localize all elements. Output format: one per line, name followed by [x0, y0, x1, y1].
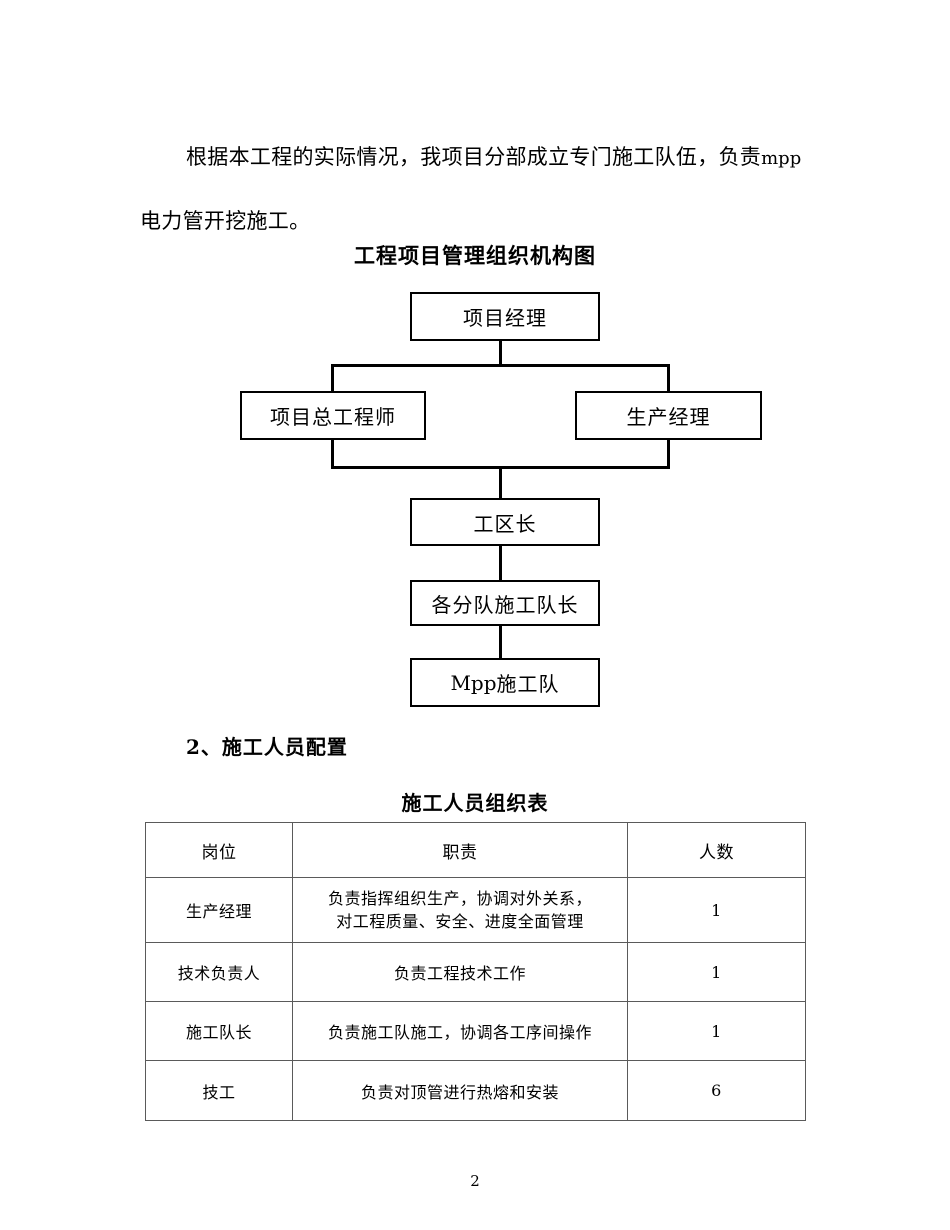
org-node-production-manager: 生产经理 — [575, 391, 762, 440]
org-node-chief-engineer: 项目总工程师 — [240, 391, 426, 440]
table-row: 技工 负责对顶管进行热熔和安装 6 — [145, 1060, 806, 1121]
cell-duty: 负责工程技术工作 — [292, 942, 628, 1002]
cell-count: 6 — [627, 1060, 806, 1121]
intro-paragraph: 根据本工程的实际情况，我项目分部成立专门施工队伍，负责mpp 电力管开挖施工。 — [140, 126, 820, 252]
paragraph-line1-latin: mpp — [761, 148, 802, 169]
page-number: 2 — [470, 1172, 480, 1190]
cell-duty: 负责指挥组织生产，协调对外关系， 对工程质量、安全、进度全面管理 — [292, 877, 628, 943]
org-node-project-manager: 项目经理 — [410, 292, 600, 341]
connector-area-head-stem — [499, 545, 502, 582]
table-header-duty: 职责 — [292, 822, 628, 878]
connector-level1-bar — [331, 364, 670, 367]
org-chart-title: 工程项目管理组织机构图 — [354, 243, 596, 268]
paragraph-line1-cn: 根据本工程的实际情况，我项目分部成立专门施工队伍，负责 — [186, 145, 762, 169]
org-node-team-leader: 各分队施工队长 — [410, 580, 600, 626]
connector-level1-left-drop — [331, 364, 334, 393]
cell-role: 技术负责人 — [145, 942, 293, 1002]
org-node-label-latin: Mpp — [450, 670, 497, 695]
cell-count: 1 — [627, 877, 806, 943]
cell-duty-line2: 对工程质量、安全、进度全面管理 — [336, 912, 584, 931]
table-row: 生产经理 负责指挥组织生产，协调对外关系， 对工程质量、安全、进度全面管理 1 — [145, 877, 806, 943]
connector-team-lead-stem — [499, 625, 502, 660]
connector-level1-right-drop — [667, 364, 670, 393]
org-node-label: 项目经理 — [463, 306, 547, 330]
staff-table-title: 施工人员组织表 — [401, 791, 549, 815]
table-row: 施工队长 负责施工队施工，协调各工序间操作 1 — [145, 1001, 806, 1061]
cell-duty: 负责施工队施工，协调各工序间操作 — [292, 1001, 628, 1061]
org-node-label: 项目总工程师 — [270, 405, 396, 429]
staff-table: 岗位 职责 人数 生产经理 负责指挥组织生产，协调对外关系， 对工程质量、安全、… — [145, 822, 806, 1121]
paragraph-line2: 电力管开挖施工。 — [140, 209, 311, 233]
cell-role: 施工队长 — [145, 1001, 293, 1061]
table-header-count: 人数 — [627, 822, 806, 878]
org-node-label: 工区长 — [473, 511, 537, 536]
org-node-area-head: 工区长 — [410, 498, 600, 546]
connector-level2-bar — [331, 466, 670, 469]
cell-count: 1 — [627, 1001, 806, 1061]
org-node-label: 生产经理 — [626, 405, 711, 429]
org-node-label-cn: 施工队 — [496, 672, 560, 696]
connector-level2-left-drop — [331, 440, 334, 469]
cell-duty-line1: 负责指挥组织生产，协调对外关系， — [327, 888, 592, 908]
table-row: 技术负责人 负责工程技术工作 1 — [145, 942, 806, 1002]
org-node-mpp-team: Mpp 施工队 — [410, 658, 600, 707]
connector-level2-right-drop — [667, 440, 670, 469]
cell-duty: 负责对顶管进行热熔和安装 — [292, 1060, 628, 1121]
table-header-role: 岗位 — [145, 822, 293, 878]
cell-role: 技工 — [145, 1060, 293, 1121]
cell-role: 生产经理 — [145, 877, 293, 943]
connector-manager-stem — [499, 341, 502, 367]
org-node-label: 各分队施工队长 — [431, 592, 579, 617]
table-header-row: 岗位 职责 人数 — [145, 822, 806, 878]
connector-level2-stem — [499, 466, 502, 500]
cell-count: 1 — [627, 942, 806, 1002]
section-heading: 2、施工人员配置 — [186, 735, 348, 759]
